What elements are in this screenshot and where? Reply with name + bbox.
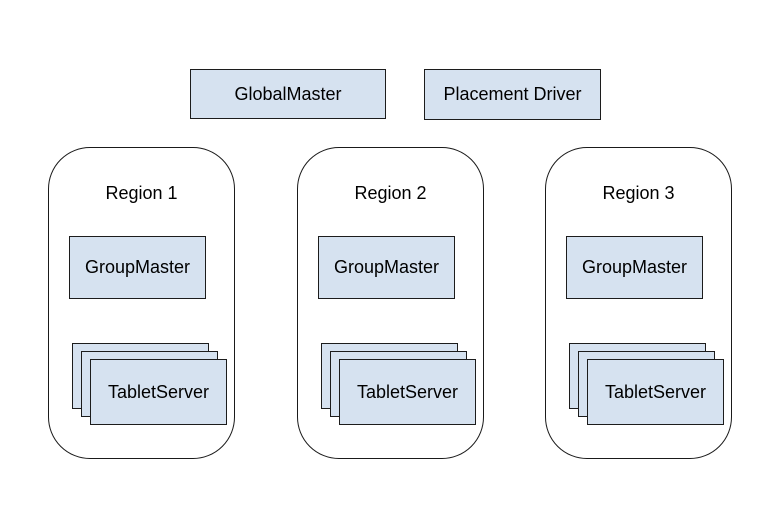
global-master-node: GlobalMaster <box>190 69 386 119</box>
region-2-group-master-node: GroupMaster <box>318 236 455 299</box>
region-3-tablet-server-node: TabletServer <box>587 359 724 425</box>
global-master-label: GlobalMaster <box>234 83 342 104</box>
region-1-tablet-server-stack: TabletServer <box>72 343 227 425</box>
region-3-group-master-node: GroupMaster <box>566 236 703 299</box>
region-1-group-master-node: GroupMaster <box>69 236 206 299</box>
region-1-container: Region 1 GroupMaster TabletServer <box>48 147 235 459</box>
region-2-tablet-server-stack: TabletServer <box>321 343 476 425</box>
group-master-label: GroupMaster <box>333 257 440 277</box>
region-2-tablet-server-node: TabletServer <box>339 359 476 425</box>
region-1-tablet-server-node: TabletServer <box>90 359 227 425</box>
group-master-label: GroupMaster <box>581 257 688 277</box>
group-master-label: GroupMaster <box>84 257 191 277</box>
region-2-label: Region 2 <box>354 183 427 203</box>
region-3-tablet-server-stack: TabletServer <box>569 343 724 425</box>
region-2-container: Region 2 GroupMaster TabletServer <box>297 147 484 459</box>
tablet-server-label: TabletServer <box>604 381 707 402</box>
region-3-label: Region 3 <box>602 183 675 203</box>
placement-driver-node: Placement Driver <box>424 69 601 120</box>
region-1-label: Region 1 <box>105 183 178 203</box>
tablet-server-label: TabletServer <box>107 381 210 402</box>
placement-driver-label: Placement Driver <box>443 84 582 104</box>
region-3-container: Region 3 GroupMaster TabletServer <box>545 147 732 459</box>
tablet-server-label: TabletServer <box>356 381 459 402</box>
